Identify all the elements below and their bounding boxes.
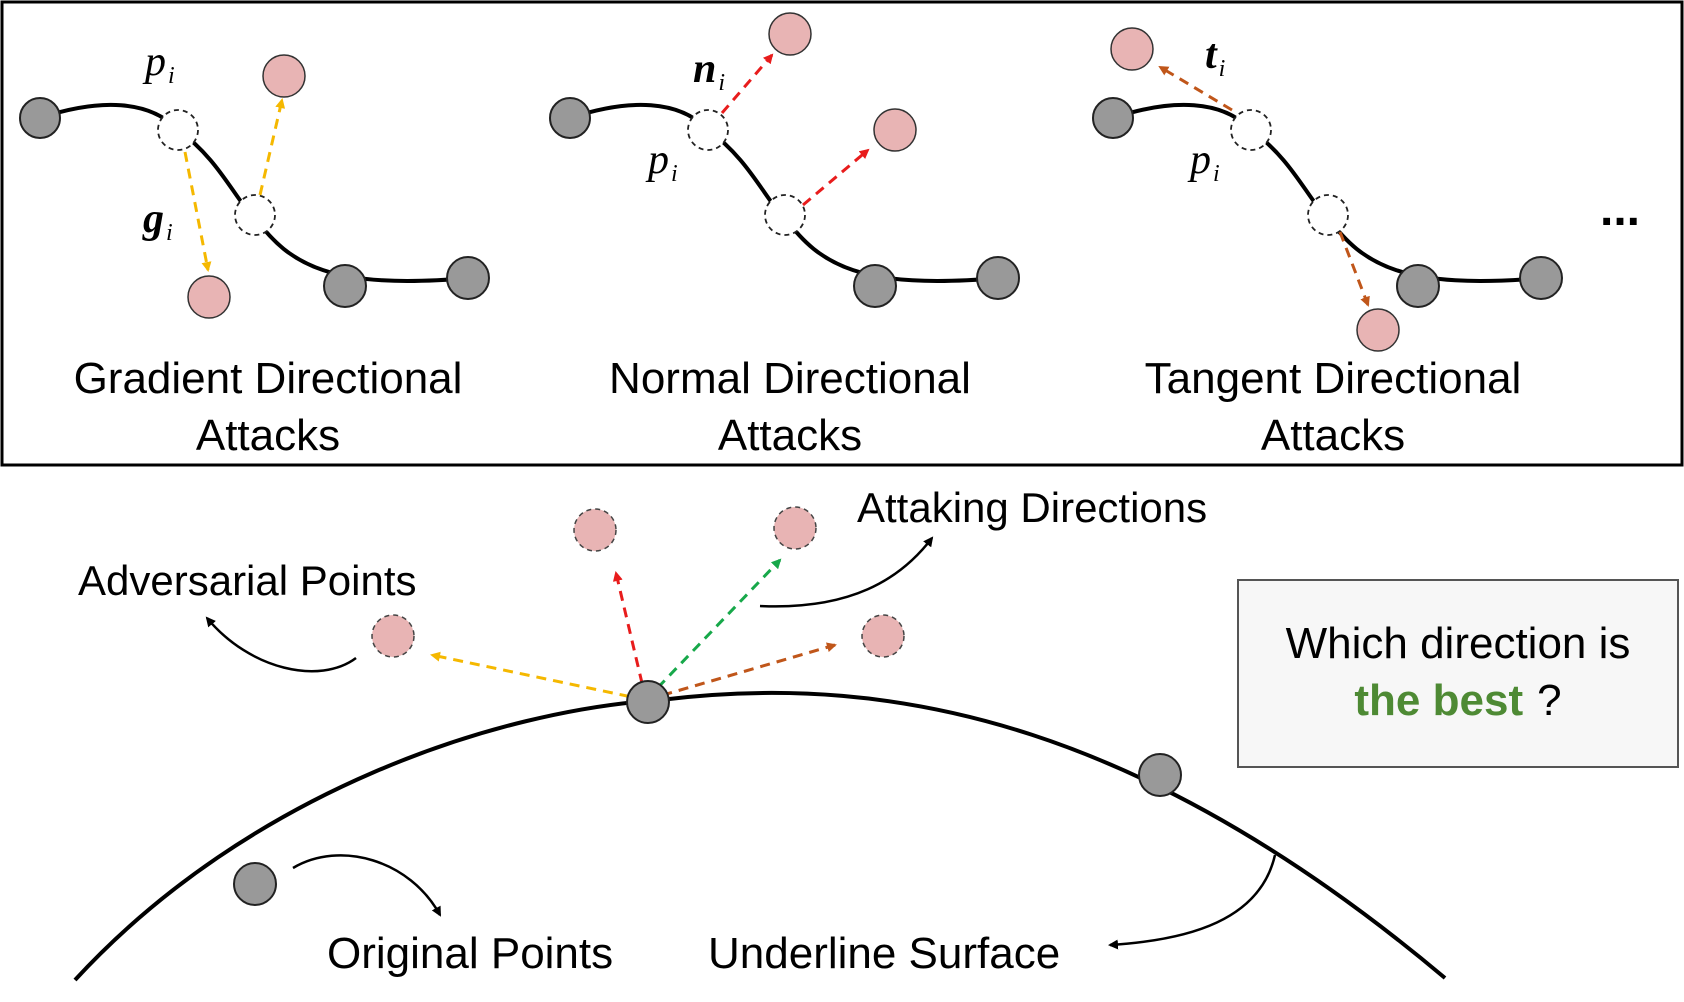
adversarial-point (861, 614, 905, 658)
green-arrow (644, 558, 782, 702)
adversarial-points-label: Adversarial Points (78, 557, 416, 604)
top-panel-frame (0, 0, 1684, 467)
question-text: the best? (1354, 676, 1561, 725)
hollow-point (764, 194, 806, 236)
gradient-arrow (430, 651, 647, 702)
pointer-arrow (1108, 854, 1277, 950)
point-label: pi (1187, 137, 1220, 187)
vector-label: ni (693, 46, 725, 96)
pointer-arrow (292, 854, 442, 917)
adversarial-point (573, 508, 617, 552)
vector-label: gi (142, 196, 173, 246)
original-point (1138, 753, 1182, 797)
panel-title: Attacks (196, 411, 340, 460)
ellipsis: ... (1600, 183, 1640, 236)
original-point (1396, 264, 1440, 308)
panel-title: Gradient Directional (74, 354, 463, 403)
underline-surface-label: Underline Surface (708, 929, 1060, 978)
original-point (976, 256, 1020, 300)
original-point (19, 97, 61, 139)
normal-curve (569, 102, 1001, 283)
normal-arrow (612, 571, 648, 701)
original-point (1092, 97, 1134, 139)
normal-arrow (720, 53, 774, 114)
original-point (323, 264, 367, 308)
pointer-arrow (759, 536, 934, 608)
attacking-directions-label: Attaking Directions (857, 484, 1207, 531)
original-point (1519, 256, 1563, 300)
gradient-curve (39, 102, 471, 283)
adversarial-point (768, 12, 812, 56)
point-label: pi (142, 39, 175, 89)
adversarial-point (262, 54, 306, 98)
panel-gradient: pi gi Gradient Directional Attacks (19, 39, 490, 460)
question-highlight: the best (1354, 676, 1523, 725)
panel-title: Tangent Directional (1145, 354, 1522, 403)
adversarial-point (773, 506, 817, 550)
gradient-arrow (183, 151, 212, 272)
point-label: pi (645, 137, 678, 187)
original-points-label: Original Points (327, 929, 613, 978)
adversarial-point (187, 275, 231, 319)
adversarial-point (1110, 27, 1154, 71)
panel-tangent: ti pi Tangent Directional Attacks (1092, 27, 1563, 460)
panel-normal: ni pi Normal Directional Attacks (549, 12, 1020, 460)
original-point (233, 862, 277, 906)
hollow-point (687, 109, 729, 151)
hollow-point (157, 109, 199, 151)
underline-surface-curve (73, 690, 1447, 982)
tangent-curve (1112, 102, 1544, 283)
question-text: Which direction is (1286, 619, 1631, 668)
adversarial-point (873, 108, 917, 152)
original-point (549, 97, 591, 139)
hollow-point (1230, 109, 1272, 151)
question-box: Which direction is the best? (1237, 579, 1679, 768)
panel-title: Normal Directional (609, 354, 971, 403)
adversarial-point (371, 614, 415, 658)
tangent-arrow (1338, 231, 1370, 307)
hollow-point (234, 194, 276, 236)
normal-arrow (802, 148, 870, 207)
gradient-arrow (258, 98, 286, 196)
origin-original-point (626, 680, 670, 724)
tangent-arrow (1158, 65, 1233, 112)
adversarial-point (1356, 308, 1400, 352)
hollow-point (1307, 194, 1349, 236)
vector-label: ti (1205, 32, 1225, 82)
original-point (446, 256, 490, 300)
pointer-arrow (205, 616, 357, 673)
panel-title: Attacks (1261, 411, 1405, 460)
original-point (853, 264, 897, 308)
panel-title: Attacks (718, 411, 862, 460)
